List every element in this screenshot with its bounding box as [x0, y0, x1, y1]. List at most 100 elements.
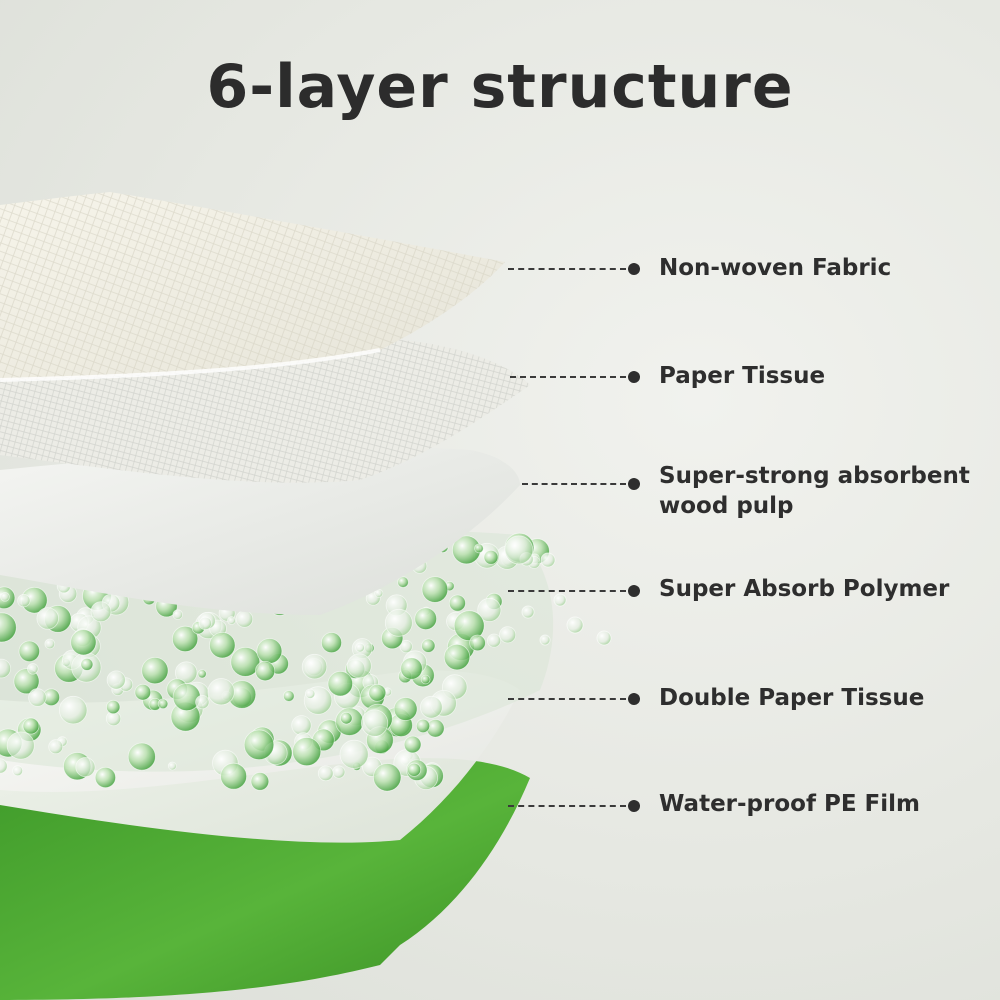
polymer-bubble — [75, 757, 96, 778]
polymer-bubble — [373, 763, 402, 792]
leader-line — [508, 590, 626, 592]
polymer-bubble — [421, 576, 449, 603]
polymer-bubble — [36, 607, 59, 630]
polymer-bubble — [172, 625, 199, 653]
polymer-bubble — [227, 616, 236, 625]
polymer-bubble — [317, 765, 334, 782]
leader-dot — [628, 693, 640, 705]
polymer-bubble — [384, 608, 413, 637]
polymer-bubble — [292, 737, 322, 767]
polymer-bubble — [106, 670, 126, 690]
leader-dot — [628, 371, 640, 383]
polymer-bubble — [400, 657, 423, 680]
polymer-bubble — [304, 688, 316, 699]
polymer-bubble — [327, 671, 354, 697]
polymer-bubble — [220, 762, 248, 790]
polymer-bubble — [197, 669, 207, 679]
polymer-bubble — [419, 695, 443, 719]
polymer-bubble — [504, 535, 534, 565]
layer-label-wood-pulp: Super-strong absorbent — [659, 463, 970, 489]
polymer-bubble — [415, 718, 431, 734]
leader-dot — [628, 585, 640, 597]
polymer-bubble — [90, 601, 112, 623]
polymer-bubble — [141, 656, 169, 685]
wood-pulp-layer — [0, 446, 520, 615]
polymer-bubble — [539, 634, 551, 646]
polymer-bubble — [27, 663, 39, 675]
polymer-bubble — [521, 605, 535, 619]
polymer-bubble — [28, 688, 47, 707]
polymer-bubble — [355, 642, 365, 653]
polymer-bubble — [393, 697, 418, 721]
polymer-bubble — [12, 765, 24, 777]
polymer-bubble — [172, 609, 183, 620]
polymer-bubble — [540, 552, 556, 568]
polymer-bubble — [596, 630, 612, 646]
layer-label-paper-tissue: Paper Tissue — [659, 363, 826, 389]
polymer-bubble — [0, 658, 11, 679]
polymer-bubble — [339, 739, 369, 769]
polymer-bubble — [243, 729, 275, 761]
polymer-bubble — [443, 643, 471, 671]
leader-dot — [628, 800, 640, 812]
polymer-bubble — [0, 758, 8, 774]
polymer-bubble — [106, 699, 121, 715]
polymer-bubble — [48, 739, 64, 755]
polymer-bubble — [58, 695, 88, 725]
polymer-bubble — [397, 576, 409, 588]
polymer-bubble — [448, 594, 466, 612]
polymer-bubble — [483, 549, 499, 565]
polymer-bubble — [195, 694, 210, 710]
polymer-bubble — [80, 658, 94, 671]
polymer-bubble — [6, 731, 35, 760]
polymer-bubble — [360, 709, 389, 737]
polymer-bubble — [282, 690, 295, 702]
layer-label-non-woven: Non-woven Fabric — [659, 255, 892, 281]
polymer-bubble — [18, 640, 41, 663]
polymer-bubble — [346, 653, 372, 679]
polymer-bubble — [320, 632, 342, 654]
leader-line — [508, 698, 626, 700]
polymer-bubble — [420, 674, 431, 685]
polymer-bubble — [368, 683, 387, 702]
polymer-bubble — [407, 762, 422, 777]
polymer-bubble — [499, 626, 517, 644]
polymer-bubble — [70, 629, 97, 656]
polymer-bubble — [44, 638, 56, 650]
polymer-bubble — [474, 543, 484, 554]
polymer-bubble — [207, 678, 235, 706]
leader-line — [510, 376, 626, 378]
polymer-bubble — [250, 772, 270, 791]
leader-dot — [628, 478, 640, 490]
polymer-bubble — [230, 647, 261, 677]
polymer-bubble — [0, 612, 17, 643]
polymer-bubble — [94, 766, 117, 789]
polymer-bubble — [301, 653, 328, 680]
polymer-bubble — [453, 610, 485, 642]
polymer-bubble — [22, 717, 40, 735]
leader-line — [522, 483, 626, 485]
polymer-bubble — [255, 660, 276, 682]
layer-label-pe-film: Water-proof PE Film — [659, 791, 920, 817]
polymer-bubble — [414, 607, 438, 630]
polymer-bubble — [566, 616, 584, 634]
polymer-bubble — [13, 668, 40, 695]
polymer-bubble — [553, 593, 567, 607]
polymer-bubble — [209, 632, 236, 659]
polymer-bubble — [0, 591, 10, 602]
leader-line — [508, 805, 626, 807]
polymer-bubble — [477, 597, 502, 622]
polymer-bubble — [469, 634, 486, 652]
polymer-bubble — [127, 742, 156, 771]
polymer-bubble — [198, 616, 212, 631]
polymer-bubble — [17, 593, 31, 608]
polymer-bubble — [167, 761, 177, 771]
polymer-bubble — [399, 639, 413, 654]
leader-dot — [628, 263, 640, 275]
polymer-bubble — [421, 638, 436, 653]
polymer-bubble — [403, 735, 422, 754]
leader-line — [508, 268, 626, 270]
polymer-bubble — [340, 712, 353, 725]
